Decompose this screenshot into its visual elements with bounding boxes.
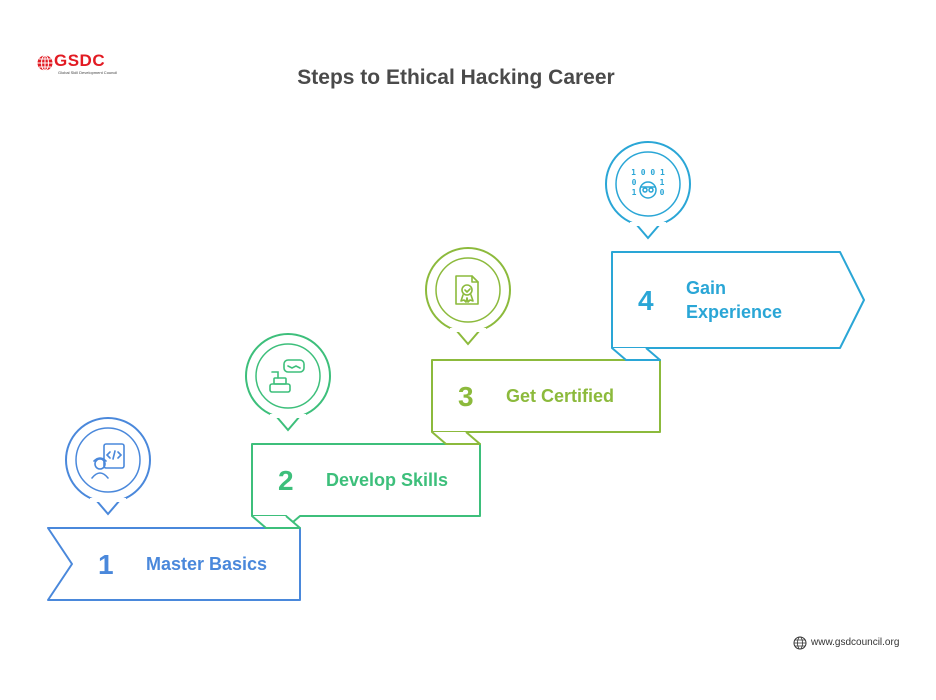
binary-digit: 0 [660, 188, 665, 197]
binary-digit: 1 [660, 178, 665, 187]
step-2-label: Develop Skills [326, 470, 449, 490]
step-1-number: 1 [98, 549, 114, 580]
step-4-label: Gain Experience [686, 278, 783, 322]
step-1-pin [65, 417, 151, 516]
binary-digit: 0 [632, 178, 637, 187]
globe-logo-icon [37, 55, 53, 71]
step-4-pin: 1 0 0 1 0 1 1 0 [605, 141, 691, 240]
step-3-number: 3 [458, 381, 474, 412]
logo-tagline: Global Skill Development Council [58, 70, 118, 75]
step-2-number: 2 [278, 465, 294, 496]
gsdc-logo: GSDC Global Skill Development Council [36, 51, 126, 75]
binary-digit: 1 [632, 188, 637, 197]
logo-text: GSDC [54, 51, 106, 70]
website-url[interactable]: www.gsdcouncil.org [811, 637, 900, 648]
step-3-label: Get Certified [506, 386, 615, 406]
page-title: Steps to Ethical Hacking Career [297, 66, 615, 89]
globe-icon [793, 636, 807, 650]
step-1-label: Master Basics [146, 554, 268, 574]
binary-digits-row-1: 1 0 0 1 [631, 168, 665, 177]
vr-headset-icon [269, 359, 305, 393]
hacker-binary-icon: 1 0 0 1 0 1 1 0 [631, 168, 665, 199]
step-1-shape [47, 527, 301, 601]
step-3-pin [425, 247, 511, 346]
step-2-shape [251, 443, 481, 529]
certificate-icon [455, 275, 479, 305]
step-4-number: 4 [638, 285, 654, 316]
developer-icon [91, 443, 125, 479]
step-3-shape [431, 359, 661, 445]
step-2-pin [245, 333, 331, 432]
step-4-shape [611, 251, 865, 361]
